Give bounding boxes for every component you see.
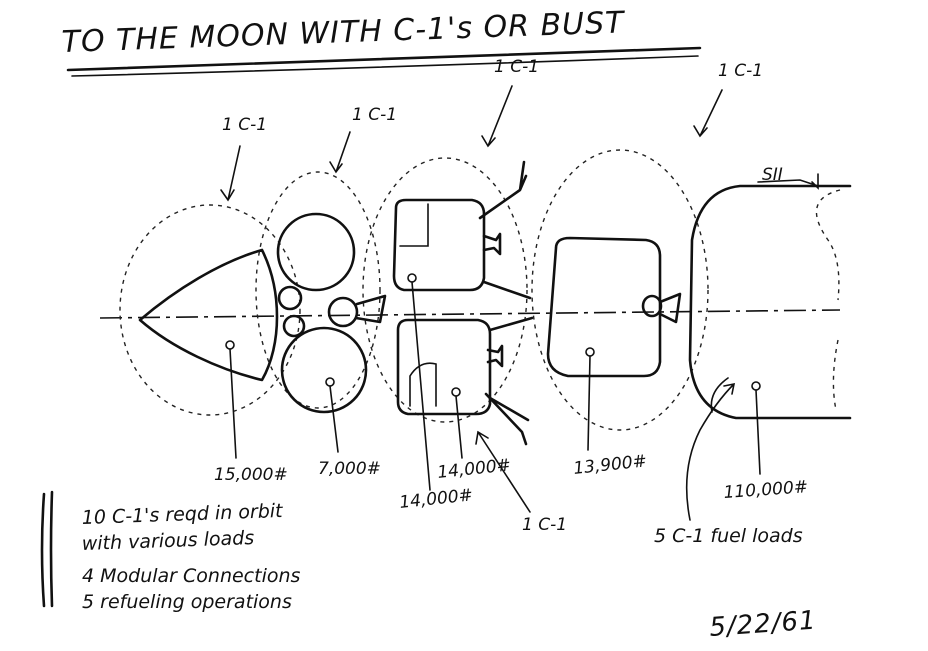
- lander-strut-lower: [484, 392, 530, 446]
- lander-nozzle-lower: [486, 344, 504, 368]
- note-line-4: 5 refueling operations: [82, 591, 292, 613]
- sm-weight: 7,000#: [318, 459, 381, 479]
- cm-marker: [225, 340, 235, 350]
- tank-nozzle: [658, 292, 682, 324]
- stage-weight: 110,000#: [723, 477, 809, 503]
- lander-boom-lower: [488, 316, 534, 332]
- command-module: [138, 248, 279, 382]
- lander-lower-vehicle-label: 1 C-1: [522, 515, 567, 535]
- stage-weight-leader: [755, 389, 761, 475]
- lander-b-weight-leader: [455, 395, 463, 459]
- sii-stage-dome: [815, 189, 841, 411]
- lander-envelope: [362, 157, 528, 423]
- note-line-3: 4 Modular Connections: [82, 565, 301, 587]
- sm-engine-bell: [327, 296, 359, 328]
- sii-tag-arrow: [811, 173, 819, 190]
- note-line-1: 10 C-1's reqd in orbit: [81, 500, 284, 529]
- sm-nozzle: [354, 294, 387, 324]
- lander-b-weight: 14,000#: [436, 455, 511, 483]
- title-underline-2: [71, 55, 699, 77]
- sm-small-sphere-b: [282, 314, 306, 338]
- sm-envelope: [255, 171, 381, 409]
- sii-marker: [751, 381, 761, 391]
- sketch-date: 5/22/61: [708, 606, 817, 643]
- lander-lower: [396, 318, 492, 416]
- cm-weight-leader: [229, 348, 237, 459]
- fuel-loads-arrow: [685, 382, 736, 521]
- tank-engine-bell: [641, 294, 663, 318]
- tank-weight: 13,900#: [572, 451, 647, 479]
- tank-envelope: [531, 149, 709, 431]
- lander-lower-hatch: [409, 362, 437, 407]
- cm-weight: 15,000#: [214, 465, 288, 485]
- tank-module: [546, 236, 662, 378]
- sm-vehicle-arrow: [329, 131, 351, 174]
- lander-boom-upper: [482, 280, 532, 300]
- tank-vehicle-arrow: [693, 89, 723, 138]
- lander-upper-marker: [407, 273, 417, 283]
- lander-upper-hatch: [399, 203, 429, 247]
- lander-strut-upper: [478, 160, 528, 220]
- lander-lower-marker: [451, 387, 461, 397]
- cm-envelope: [119, 204, 301, 416]
- sii-inner-fold: [710, 377, 729, 413]
- cm-vehicle-arrow: [220, 145, 241, 202]
- lander-upper: [392, 198, 486, 292]
- lander-lower-vehicle-arrow: [475, 430, 531, 513]
- sm-small-sphere-a: [277, 285, 303, 311]
- lander-vehicle-label: 1 C-1: [494, 57, 539, 77]
- notes-bracket: [40, 490, 54, 608]
- note-line-2: with various loads: [81, 527, 254, 555]
- sii-tag: SII: [762, 165, 783, 185]
- center-axis: [99, 309, 841, 319]
- cm-vehicle-label: 1 C-1: [222, 115, 267, 135]
- sii-stage: [688, 184, 852, 420]
- sii-tag-underline: [757, 179, 819, 187]
- title-underline: [66, 46, 702, 72]
- lander-a-weight: 14,000#: [398, 485, 473, 513]
- sketch-title: TO THE MOON WITH C-1's OR BUST: [61, 5, 627, 60]
- tank-vehicle-label: 1 C-1: [718, 61, 763, 81]
- lander-a-weight-leader: [411, 281, 431, 491]
- sm-sphere-lower: [280, 326, 368, 414]
- tank-weight-leader: [587, 355, 591, 451]
- sm-marker: [325, 377, 335, 387]
- sm-vehicle-label: 1 C-1: [352, 105, 397, 125]
- sm-weight-leader: [329, 385, 339, 453]
- fuel-loads-label: 5 C-1 fuel loads: [654, 525, 803, 547]
- tank-marker: [585, 347, 595, 357]
- lander-vehicle-arrow: [481, 85, 513, 148]
- lander-nozzle-upper: [482, 232, 502, 256]
- sm-sphere-upper: [276, 212, 356, 292]
